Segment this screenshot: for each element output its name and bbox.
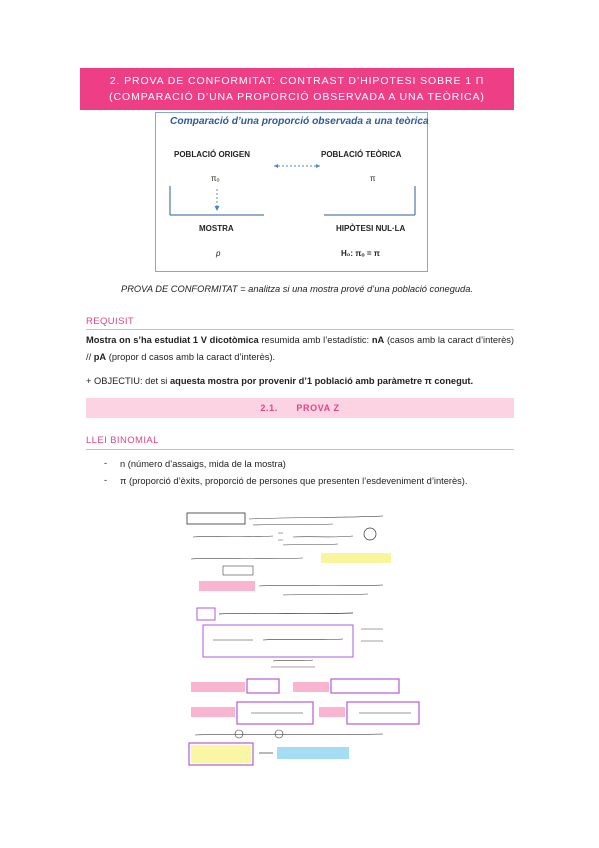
null-hypothesis-label: HIPÒTESI NUL·LA [336,224,406,233]
requisit-bold-2: nA [371,335,385,345]
requisit-bold-1: Mostra on s’ha estudiat 1 V dicotòmica [86,335,259,345]
bullet-marker-2: - [104,475,108,485]
subsection-banner-prova-z: 2.1. PROVA Z [86,398,514,418]
section-title-line2: (COMPARACIÓ D’UNA PROPORCIÓ OBSERVADA A … [109,91,485,103]
conformity-definition: PROVA DE CONFORMITAT = analitza si una m… [121,284,473,294]
handwritten-notes-image [183,507,423,770]
objective-text: + OBJECTIU: det si [86,376,170,386]
requisit-text-2: (casos amb la caract d’interès) // [86,335,515,362]
bullet-text-1: n (número d’assaigs, mida de la mostra) [120,459,286,469]
objective-paragraph: + OBJECTIU: det si aquesta mostra por pr… [86,373,514,390]
arrow-right-head [316,164,320,168]
origin-population-label: POBLACIÓ ORIGEN [174,150,251,159]
requisit-text-3: (propor d casos amb la caract d’interès)… [106,352,276,362]
theory-population-label: POBLACIÓ TEÒRICA [321,150,402,159]
handwritten-notes-drawing [186,512,420,766]
requisit-bold-3: pA [93,352,107,362]
requisit-rule [86,329,514,330]
sample-label: MOSTRA [199,224,234,233]
comparison-diagram: Comparació d’una proporció observada a u… [155,112,429,272]
null-hypothesis-formula: H₀: πₒ = π [341,249,380,258]
bullet-marker-1: - [104,458,108,468]
requisit-heading: REQUISIT [86,316,135,327]
requisit-paragraph: Mostra on s’ha estudiat 1 V dicotòmica r… [86,332,514,366]
arrow-left-head [274,164,278,168]
section-title-line1: 2. PROVA DE CONFORMITAT: CONTRAST D’HIPO… [109,75,485,87]
requisit-text-1: resumida amb l’estadístic: [258,335,372,345]
binomial-heading: LLEI BINOMIAL [86,435,159,446]
sample-symbol: p [216,249,221,258]
diagram-title: Comparació d’una proporció observada a u… [170,116,429,127]
section-title-banner: 2. PROVA DE CONFORMITAT: CONTRAST D’HIPO… [80,68,514,110]
arrow-down-head [214,206,220,211]
bullet-text-2: π (proporció d’èxits, proporció de perso… [120,476,468,486]
theory-symbol: π [370,174,376,183]
binomial-rule [86,449,514,450]
origin-symbol: πₒ [211,174,220,183]
objective-bold: aquesta mostra por provenir d’1 població… [169,376,474,386]
diagram-lines [169,164,416,216]
